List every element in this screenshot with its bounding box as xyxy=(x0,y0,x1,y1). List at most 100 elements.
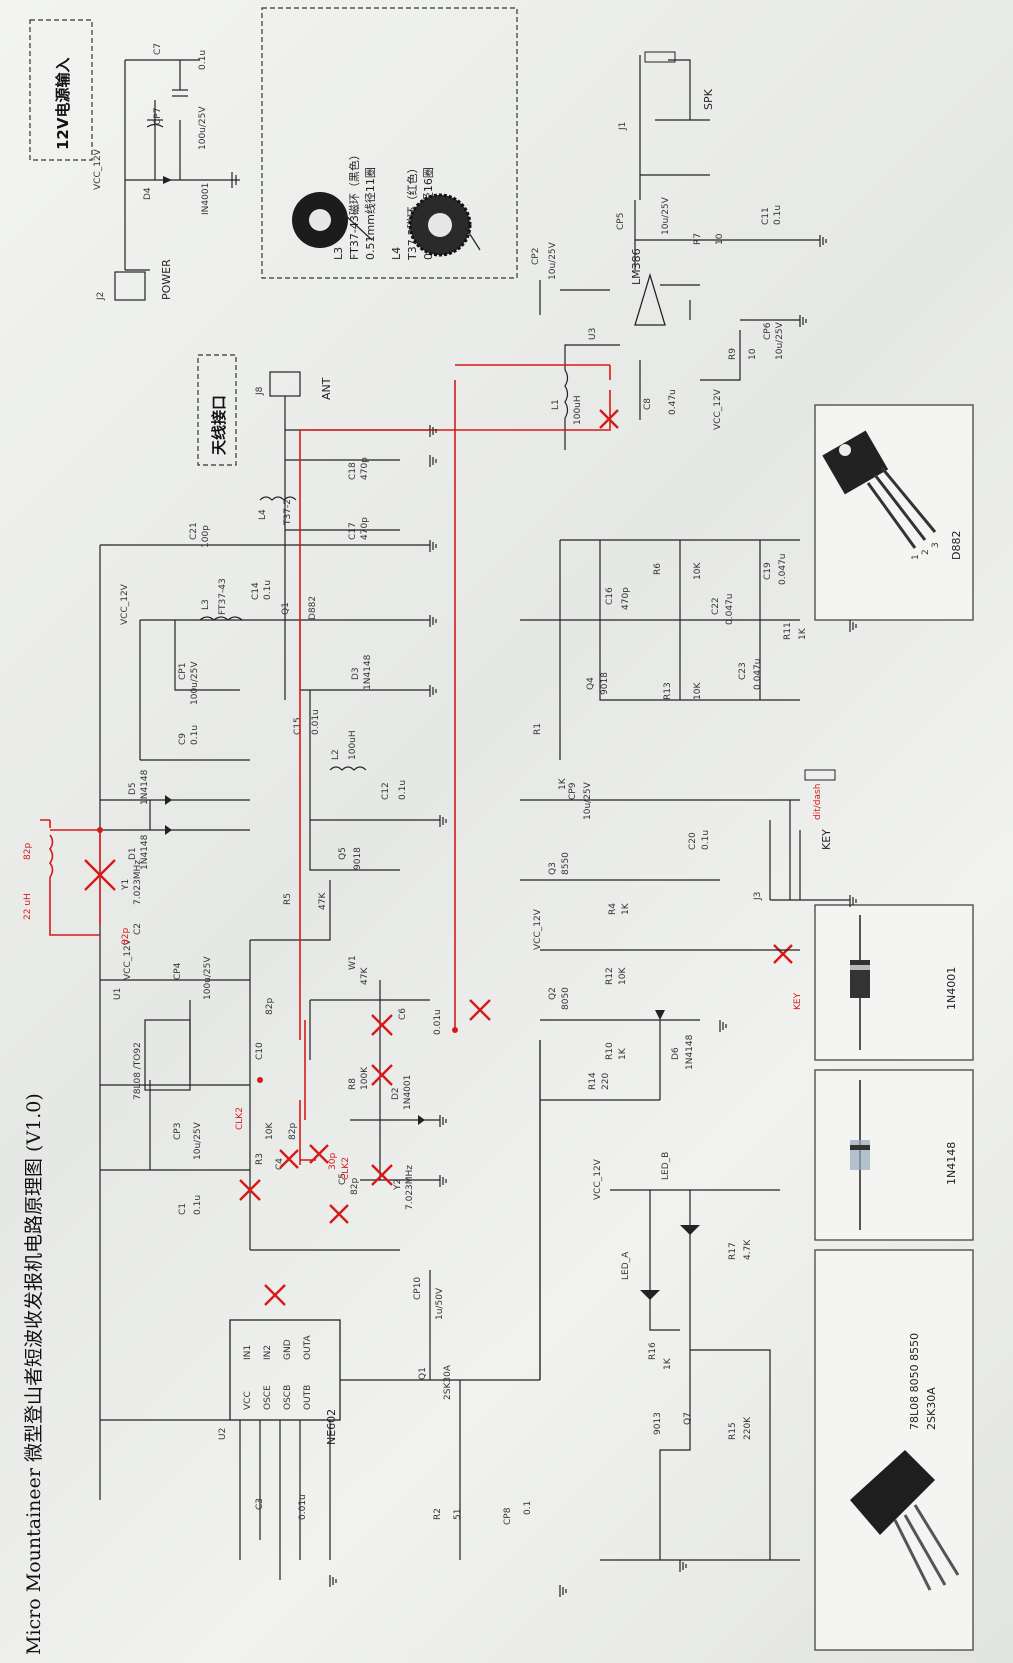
c1-val: 0.1u xyxy=(193,1195,203,1215)
d2-ref: D2 xyxy=(391,1087,401,1100)
ne602-pin-in1: IN1 xyxy=(243,1345,253,1360)
r11-ref: R11 xyxy=(783,622,793,640)
r7-ref: R7 xyxy=(693,233,703,245)
y2-val: 7.023MHz xyxy=(405,1165,415,1210)
ground-symbols xyxy=(329,235,857,1597)
ant-label: ANT xyxy=(320,377,333,400)
note-l3-desc: FT37-43磁环（黑色） xyxy=(347,149,361,260)
q3-ref: Q3 xyxy=(548,862,558,875)
d1-part: 1N4148 xyxy=(140,834,150,870)
cp2-val: 10u/25V xyxy=(548,241,558,280)
r9-val: 10 xyxy=(748,348,758,360)
c15-val: 0.01u xyxy=(311,709,321,735)
u1-ref: U1 xyxy=(113,988,123,1000)
c14-ref: C14 xyxy=(251,582,261,600)
q7-ref: Q7 xyxy=(683,1412,693,1425)
r6-val: 10K xyxy=(693,562,703,580)
c11-val: 0.1u xyxy=(773,205,783,225)
r8-val: 100K xyxy=(360,1066,370,1090)
r1-val: 1K xyxy=(558,777,568,790)
l4-part: T37-2 xyxy=(283,499,293,526)
red-82p-b: 82p xyxy=(121,928,131,945)
l2-val: 100uH xyxy=(348,730,358,760)
r4-val: 1K xyxy=(621,902,631,915)
ne602-pin-oscb: OSCB xyxy=(283,1385,293,1410)
power-connector xyxy=(114,271,146,301)
r3-val: 10K xyxy=(265,1122,275,1140)
vcc-label-led: VCC_12V xyxy=(593,1158,603,1200)
power-header-box xyxy=(29,19,93,161)
y1-ref: Y1 xyxy=(121,879,131,891)
l3-part: FT37-43 xyxy=(218,578,228,615)
led-section: VCC_12V LED_B LED_A R17 4.7K R16 1K Q7 9… xyxy=(593,1152,800,1561)
c20-val: 0.1u xyxy=(701,830,711,850)
cp1-ref: CP1 xyxy=(178,663,188,680)
y1-val: 7.023MHz xyxy=(133,860,143,905)
d882-pin-3: 3 xyxy=(931,542,941,548)
red-clk2-b: CLK2 xyxy=(341,1157,351,1180)
r16-ref: R16 xyxy=(648,1342,658,1360)
r17-val: 4.7K xyxy=(743,1239,753,1260)
c6-ref: C6 xyxy=(398,1008,408,1020)
ne602-pin-outa: OUTA xyxy=(303,1335,313,1360)
c4-ref: C4 xyxy=(275,1158,285,1170)
d2-part: 1N4001 xyxy=(403,1075,413,1110)
led-a-label: LED_A xyxy=(621,1251,631,1280)
c15-ref: C15 xyxy=(293,717,303,735)
j3-ref: J3 xyxy=(753,892,763,901)
cp7-ref: CP7 xyxy=(153,108,163,125)
vcc-label-power: VCC_12V xyxy=(93,148,103,190)
r4-ref: R4 xyxy=(608,903,618,915)
c21-ref: C21 xyxy=(189,522,199,540)
c11-ref: C11 xyxy=(761,207,771,225)
vcc-label-osc: VCC_12V xyxy=(123,938,133,980)
w1-ref: W1 xyxy=(348,955,358,970)
cp3-ref: CP3 xyxy=(173,1123,183,1140)
d6-part: 1N4148 xyxy=(685,1034,695,1070)
q1-jfet-part: 2SK30A xyxy=(443,1364,453,1400)
cp1-val: 100u/25V xyxy=(190,661,200,705)
w1-val: 47K xyxy=(360,967,370,985)
c8-audio-ref: C8 xyxy=(643,398,653,410)
c17-ref: C17 xyxy=(348,522,358,540)
c16-ref: C16 xyxy=(605,587,615,605)
c8-audio-val: 0.47u xyxy=(668,389,678,415)
r12-ref: R12 xyxy=(605,967,615,985)
d5-part: 1N4148 xyxy=(140,769,150,805)
c3-val: 0.01u xyxy=(298,1494,308,1520)
cp4-ref: CP4 xyxy=(173,962,183,980)
ne602-pin-gnd: GND xyxy=(283,1339,293,1360)
q5-ref: Q5 xyxy=(338,847,348,860)
audio-section: LM386 U3 SPK J1 CP2 10u/25V CP5 10u/25V … xyxy=(531,51,820,450)
u3-ref: U3 xyxy=(588,328,598,340)
antenna-header-box xyxy=(197,354,237,466)
note-l3: L3 xyxy=(332,247,345,260)
q4-ref: Q4 xyxy=(586,677,596,690)
q3-part: 8550 xyxy=(561,852,571,875)
u2-part: NE602 xyxy=(325,1409,338,1445)
d4-ref: D4 xyxy=(143,187,153,200)
c9-ref: C9 xyxy=(178,733,188,745)
diode-1n4148-card xyxy=(814,1069,974,1241)
lm386-amp xyxy=(634,272,666,326)
r15-val: 220K xyxy=(743,1416,753,1440)
c5-ref: C5 xyxy=(338,1173,348,1185)
r9-ref: R9 xyxy=(728,348,738,360)
c10-ref: C10 xyxy=(255,1042,265,1060)
vcc-label-pa: VCC_12V xyxy=(120,583,130,625)
c10-val: 82p xyxy=(265,998,275,1015)
mixer-section: VCC OSCE OSCB OUTB IN1 IN2 GND OUTA U2 N… xyxy=(100,1040,541,1580)
cp5-ref: CP5 xyxy=(616,213,626,230)
cp8-ref: CP8 xyxy=(503,1507,513,1525)
antenna-section: 天线接口 J8 ANT xyxy=(197,354,430,545)
cp6-val: 10u/25V xyxy=(775,321,785,360)
c19-val: 0.047u xyxy=(778,554,788,585)
cp2-ref: CP2 xyxy=(531,248,541,265)
u1-regulator xyxy=(144,1019,191,1091)
q2-ref: Q2 xyxy=(548,987,558,1000)
d882-pin-2: 2 xyxy=(921,549,931,555)
d5-ref: D5 xyxy=(128,782,138,795)
l3-ref: L3 xyxy=(201,599,211,610)
key-label: KEY xyxy=(820,829,833,850)
